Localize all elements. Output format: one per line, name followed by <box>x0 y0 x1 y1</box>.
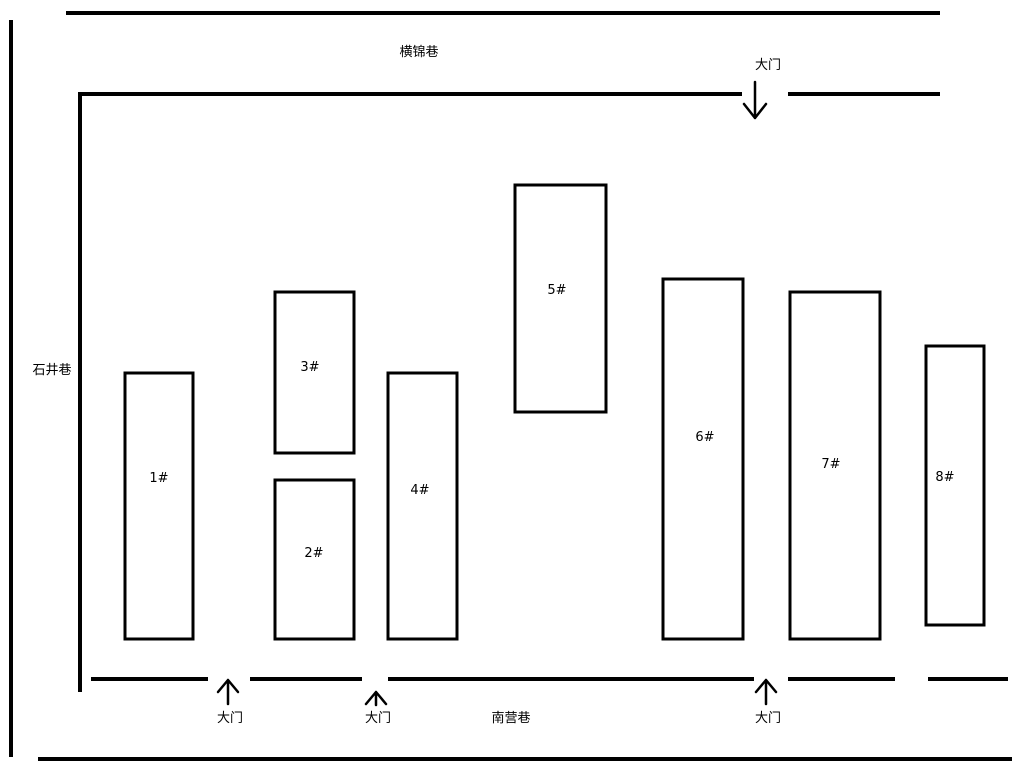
south-gate-2-label: 大门 <box>365 711 391 726</box>
arrow-down-icon <box>742 80 768 120</box>
west-street-label: 石井巷 <box>32 363 71 378</box>
arrow-up-icon <box>754 678 778 706</box>
south-gate-2: 大门 <box>364 690 391 726</box>
building-6-label: 6# <box>695 430 714 445</box>
arrow-up-icon <box>216 678 240 706</box>
building-4-label: 4# <box>410 483 429 498</box>
building-5-label: 5# <box>547 283 566 298</box>
south-gate-1-label: 大门 <box>217 711 243 726</box>
building-3: 3# <box>273 290 356 455</box>
north-gate: 大门 <box>742 58 781 120</box>
building-3-label: 3# <box>300 360 319 375</box>
road-lines <box>9 11 1012 761</box>
building-4: 4# <box>386 371 459 641</box>
arrow-up-icon <box>364 690 388 707</box>
building-1-label: 1# <box>149 471 168 486</box>
south-gate-3: 大门 <box>754 678 781 726</box>
building-5: 5# <box>513 183 608 414</box>
building-2: 2# <box>273 478 356 641</box>
building-1: 1# <box>123 371 195 641</box>
building-2-label: 2# <box>304 546 323 561</box>
south-gate-1: 大门 <box>216 678 243 726</box>
building-8-label: 8# <box>935 470 954 485</box>
building-8: 8# <box>924 344 986 627</box>
south-street-label: 南营巷 <box>491 710 530 726</box>
building-6: 6# <box>661 277 745 641</box>
north-street-label: 横锦巷 <box>399 45 438 60</box>
building-7: 7# <box>788 290 882 641</box>
north-gate-label: 大门 <box>755 58 781 73</box>
south-gate-3-label: 大门 <box>755 711 781 726</box>
building-7-label: 7# <box>821 457 840 472</box>
